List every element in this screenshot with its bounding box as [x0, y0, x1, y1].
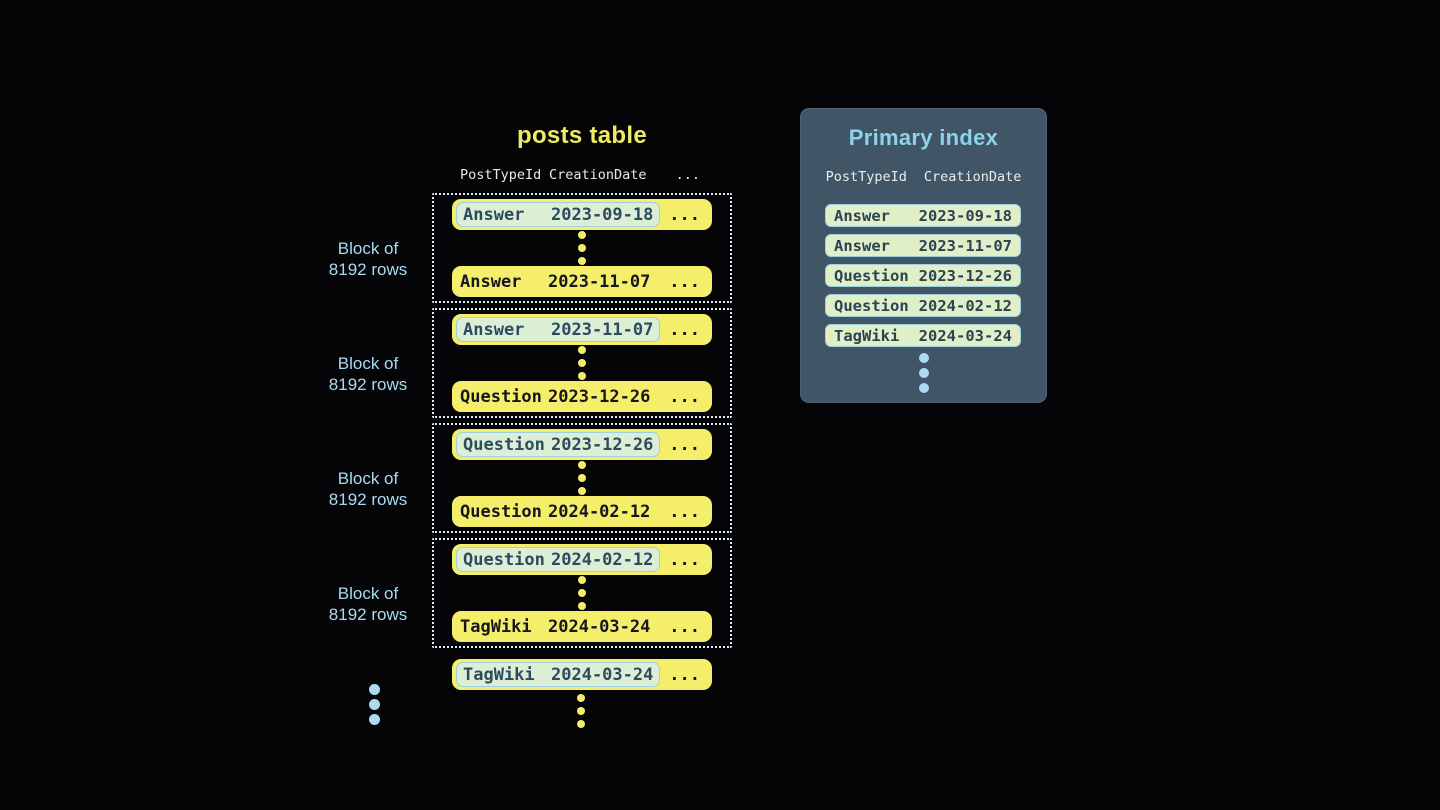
- block-label-line2: 8192 rows: [328, 375, 408, 394]
- cell-creationdate: 2023-12-26: [548, 386, 651, 407]
- ellipsis-dots: [578, 231, 586, 265]
- cell-creationdate: 2023-12-26: [551, 434, 654, 455]
- ellipsis-dots: [578, 346, 586, 380]
- table-row: Answer 2023-11-07 ...: [452, 266, 712, 297]
- more-index-entries-dots: [801, 353, 1046, 393]
- cell-creationdate: 2024-03-24: [551, 664, 654, 685]
- index-entry: Question 2023-12-26: [825, 264, 1021, 287]
- row-ellipsis: ...: [669, 386, 700, 407]
- column-header-posttypeid: PostTypeId: [825, 169, 907, 185]
- primary-index-column-headers: PostTypeId CreationDate: [801, 169, 1046, 185]
- table-row: TagWiki 2024-03-24 ...: [452, 611, 712, 642]
- cell-posttypeid: TagWiki: [460, 616, 532, 637]
- row-block-3: Question 2023-12-26 ... Question 2024-02…: [432, 423, 732, 533]
- cell-creationdate: 2023-12-26: [918, 266, 1012, 285]
- cell-posttypeid: Answer: [834, 206, 890, 225]
- index-entry: Question 2024-02-12: [825, 294, 1021, 317]
- cell-creationdate: 2024-02-12: [551, 549, 654, 570]
- more-rows-dots: [577, 694, 585, 728]
- cell-posttypeid: Question: [834, 266, 909, 285]
- row-ellipsis: ...: [669, 204, 700, 225]
- block-label-line1: Block of: [337, 469, 399, 488]
- cell-creationdate: 2023-11-07: [548, 271, 651, 292]
- table-row: Question 2023-12-26 ...: [452, 381, 712, 412]
- primary-index-title: Primary index: [848, 125, 999, 150]
- cell-creationdate: 2024-03-24: [918, 326, 1012, 345]
- cell-creationdate: 2024-02-12: [548, 501, 651, 522]
- index-entry: Answer 2023-09-18: [825, 204, 1021, 227]
- table-row-next-block-start: TagWiki 2024-03-24 ...: [452, 659, 712, 690]
- block-label-3: Block of 8192 rows: [300, 468, 436, 510]
- column-header-posttypeid: PostTypeId: [460, 167, 542, 183]
- block-label-line1: Block of: [337, 584, 399, 603]
- block-label-line1: Block of: [337, 354, 399, 373]
- cell-posttypeid: Answer: [460, 271, 522, 292]
- row-ellipsis: ...: [669, 549, 700, 570]
- more-blocks-dots: [369, 684, 380, 725]
- posts-table-column-headers: PostTypeId CreationDate ...: [452, 166, 712, 184]
- block-label-line2: 8192 rows: [328, 605, 408, 624]
- primary-index-rows: Answer 2023-09-18 Answer 2023-11-07 Ques…: [825, 204, 1024, 354]
- row-ellipsis: ...: [669, 501, 700, 522]
- block-label-2: Block of 8192 rows: [300, 353, 436, 395]
- block-label-1: Block of 8192 rows: [300, 238, 436, 280]
- cell-posttypeid: Question: [463, 434, 545, 455]
- column-header-more: ...: [675, 167, 700, 183]
- ellipsis-dots: [578, 461, 586, 495]
- table-row: Answer 2023-11-07 ...: [452, 314, 712, 345]
- row-block-2: Answer 2023-11-07 ... Question 2023-12-2…: [432, 308, 732, 418]
- table-row: Answer 2023-09-18 ...: [452, 199, 712, 230]
- cell-posttypeid: TagWiki: [834, 326, 900, 345]
- table-row: Question 2023-12-26 ...: [452, 429, 712, 460]
- table-row: Question 2024-02-12 ...: [452, 544, 712, 575]
- index-mark-highlight: Question 2024-02-12: [456, 547, 661, 572]
- cell-posttypeid: Question: [463, 549, 545, 570]
- cell-posttypeid: Question: [460, 501, 542, 522]
- row-ellipsis: ...: [669, 319, 700, 340]
- block-label-4: Block of 8192 rows: [300, 583, 436, 625]
- row-ellipsis: ...: [669, 271, 700, 292]
- row-ellipsis: ...: [669, 434, 700, 455]
- column-header-creationdate: CreationDate: [549, 167, 647, 183]
- table-row: Question 2024-02-12 ...: [452, 496, 712, 527]
- cell-creationdate: 2023-09-18: [551, 204, 654, 225]
- column-header-creationdate: CreationDate: [923, 169, 1022, 185]
- posts-table-blocks: Answer 2023-09-18 ... Answer 2023-11-07 …: [432, 193, 732, 653]
- index-mark-highlight: TagWiki 2024-03-24: [456, 662, 661, 687]
- cell-posttypeid: Question: [460, 386, 542, 407]
- block-label-line1: Block of: [337, 239, 399, 258]
- cell-creationdate: 2024-03-24: [548, 616, 651, 637]
- row-block-4: Question 2024-02-12 ... TagWiki 2024-03-…: [432, 538, 732, 648]
- cell-creationdate: 2023-11-07: [551, 319, 654, 340]
- cell-posttypeid: Answer: [463, 204, 525, 225]
- cell-posttypeid: Answer: [463, 319, 525, 340]
- block-label-line2: 8192 rows: [328, 260, 408, 279]
- cell-posttypeid: Question: [834, 296, 909, 315]
- cell-creationdate: 2024-02-12: [918, 296, 1012, 315]
- primary-index-panel: Primary index PostTypeId CreationDate An…: [800, 108, 1047, 403]
- row-block-1: Answer 2023-09-18 ... Answer 2023-11-07 …: [432, 193, 732, 303]
- posts-table-title: posts table: [517, 122, 647, 149]
- index-mark-highlight: Answer 2023-11-07: [456, 317, 661, 342]
- cell-posttypeid: Answer: [834, 236, 890, 255]
- index-mark-highlight: Answer 2023-09-18: [456, 202, 661, 227]
- ellipsis-dots: [578, 576, 586, 610]
- cell-creationdate: 2023-09-18: [918, 206, 1012, 225]
- cell-posttypeid: TagWiki: [463, 664, 535, 685]
- index-entry: Answer 2023-11-07: [825, 234, 1021, 257]
- cell-creationdate: 2023-11-07: [918, 236, 1012, 255]
- row-ellipsis: ...: [669, 664, 700, 685]
- row-ellipsis: ...: [669, 616, 700, 637]
- index-mark-highlight: Question 2023-12-26: [456, 432, 661, 457]
- block-label-line2: 8192 rows: [328, 490, 408, 509]
- index-entry: TagWiki 2024-03-24: [825, 324, 1021, 347]
